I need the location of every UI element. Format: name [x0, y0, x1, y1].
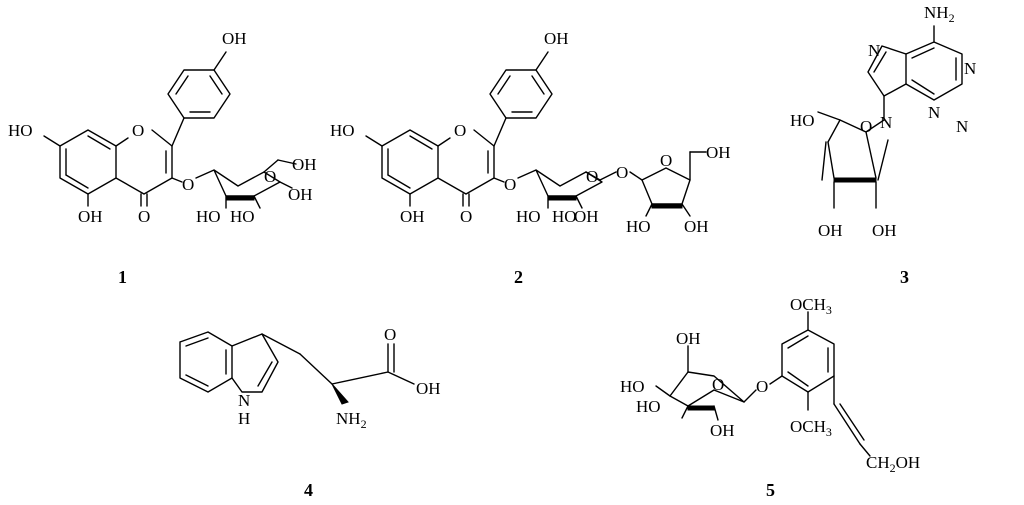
compound-5-och3-top-main: OCH: [790, 295, 826, 314]
compound-1-ho-b: HO: [230, 207, 255, 226]
compound-2-oh-c: OH: [574, 207, 599, 226]
compound-5-sugar-o: O: [712, 375, 724, 394]
compound-5-ch2oh-end: OH: [896, 453, 921, 472]
compound-5-och3-top: OCH3: [790, 295, 832, 317]
compound-1-oh-bottom: OH: [78, 207, 103, 226]
compound-1-ch2oh: OH: [292, 155, 317, 174]
compound-3-bonds: [817, 25, 963, 209]
compound-1-ho-left: HO: [8, 121, 33, 140]
compound-2-ho-b: HO: [552, 207, 577, 226]
compound-1-glyco-o: O: [182, 175, 194, 194]
compound-5: OCH3 OH HO HO OH O O OCH3 CH2OH 5: [620, 295, 920, 500]
compound-4-nh2-sub: 2: [361, 417, 367, 431]
compound-1-ho-a: HO: [196, 207, 221, 226]
compound-2-oh-top: OH: [544, 29, 569, 48]
compound-5-ch2oh: CH2OH: [866, 453, 920, 475]
compound-3-n-right: N: [964, 59, 976, 78]
compound-3-ring-o: O: [860, 117, 872, 136]
compound-5-oh-c: OH: [710, 421, 735, 440]
compound-4-number: 4: [304, 480, 313, 500]
compound-5-ho-b: HO: [636, 397, 661, 416]
compound-5-bonds: [655, 311, 871, 457]
compound-2-oh-e: OH: [684, 217, 709, 236]
compound-5-glyco-o: O: [756, 377, 768, 396]
compound-3-number: 3: [900, 267, 909, 287]
compound-2-bonds: [365, 51, 707, 217]
compound-2-sugar-o: O: [586, 167, 598, 186]
compound-1-ring-o: O: [132, 121, 144, 140]
compound-4-carbonyl-o: O: [384, 325, 396, 344]
compound-4-bonds: [179, 331, 415, 405]
compound-4: O OH NH2 N H 4: [179, 325, 441, 500]
compound-5-ho-a: HO: [620, 377, 645, 396]
compound-2-keto-o: O: [460, 207, 472, 226]
compound-3-oh-a: OH: [818, 221, 843, 240]
compound-5-number: 5: [766, 480, 775, 500]
compound-3-ho: HO: [790, 111, 815, 130]
compound-2-link-o: O: [616, 163, 628, 182]
compound-3-nh2-sub: 2: [949, 11, 955, 25]
compound-2-oh-bottom: OH: [400, 207, 425, 226]
compound-3-n-top: N: [868, 41, 880, 60]
compound-3-nh2-main: NH: [924, 3, 949, 22]
compound-1-oh-top: OH: [222, 29, 247, 48]
compound-4-nh-h: H: [238, 409, 250, 428]
compound-1: OH HO OH O O O O OH HO HO OH 1: [8, 29, 317, 287]
compound-2: OH HO OH O O O O O O OH HO HO OH HO OH 2: [330, 29, 731, 287]
compound-1-bonds: [43, 51, 297, 209]
compound-1-oh-c: OH: [288, 185, 313, 204]
compound-5-ch2oh-main: CH: [866, 453, 890, 472]
compound-4-nh2-main: NH: [336, 409, 361, 428]
compound-5-och3-low-sub: 3: [826, 425, 832, 439]
compound-3-oh-b: OH: [872, 221, 897, 240]
compound-2-ho-a: HO: [516, 207, 541, 226]
compound-2-ring-o: O: [454, 121, 466, 140]
compound-3-n-ring: N: [928, 103, 940, 122]
compound-2-furan-o: O: [660, 151, 672, 170]
compound-1-sugar-o: O: [264, 167, 276, 186]
compound-3: NH2 N N N N N HO O OH OH 3: [790, 3, 976, 287]
compound-2-number: 2: [514, 267, 523, 287]
compound-3-n-low: N: [956, 117, 968, 136]
compound-4-nh2: NH2: [336, 409, 367, 431]
compound-5-och3-low: OCH3: [790, 417, 832, 439]
compound-4-nh: N: [238, 391, 250, 410]
compound-1-keto-o: O: [138, 207, 150, 226]
compound-5-oh-ch2: OH: [676, 329, 701, 348]
compound-3-nh2: NH2: [924, 3, 955, 25]
compound-5-och3-low-main: OCH: [790, 417, 826, 436]
compound-2-ho-d: HO: [626, 217, 651, 236]
compound-5-ch2oh-sub: 2: [890, 461, 896, 475]
compound-2-ho-left: HO: [330, 121, 355, 140]
compound-2-glyco-o: O: [504, 175, 516, 194]
compound-4-oh: OH: [416, 379, 441, 398]
compound-1-number: 1: [118, 267, 127, 287]
compound-3-n9: N: [880, 113, 892, 132]
compound-2-ch2oh: OH: [706, 143, 731, 162]
compound-5-och3-top-sub: 3: [826, 303, 832, 317]
